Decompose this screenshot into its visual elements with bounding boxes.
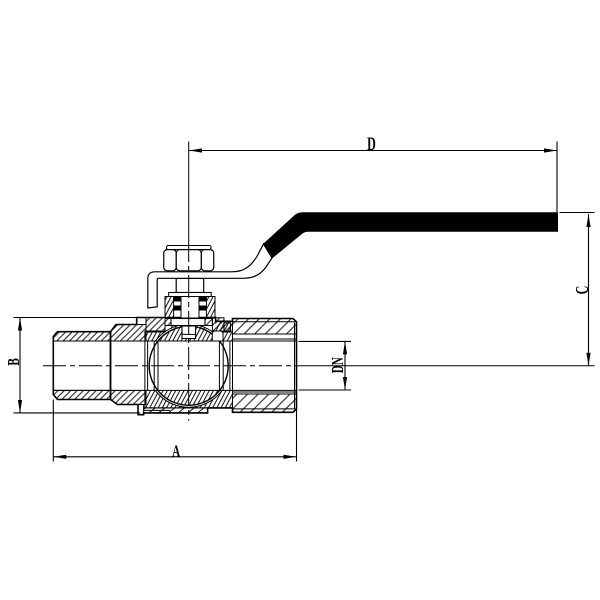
- svg-text:DN: DN: [329, 357, 348, 373]
- svg-text:D: D: [367, 135, 376, 155]
- svg-text:A: A: [172, 442, 181, 461]
- svg-text:C: C: [573, 286, 593, 295]
- svg-text:B: B: [5, 358, 24, 366]
